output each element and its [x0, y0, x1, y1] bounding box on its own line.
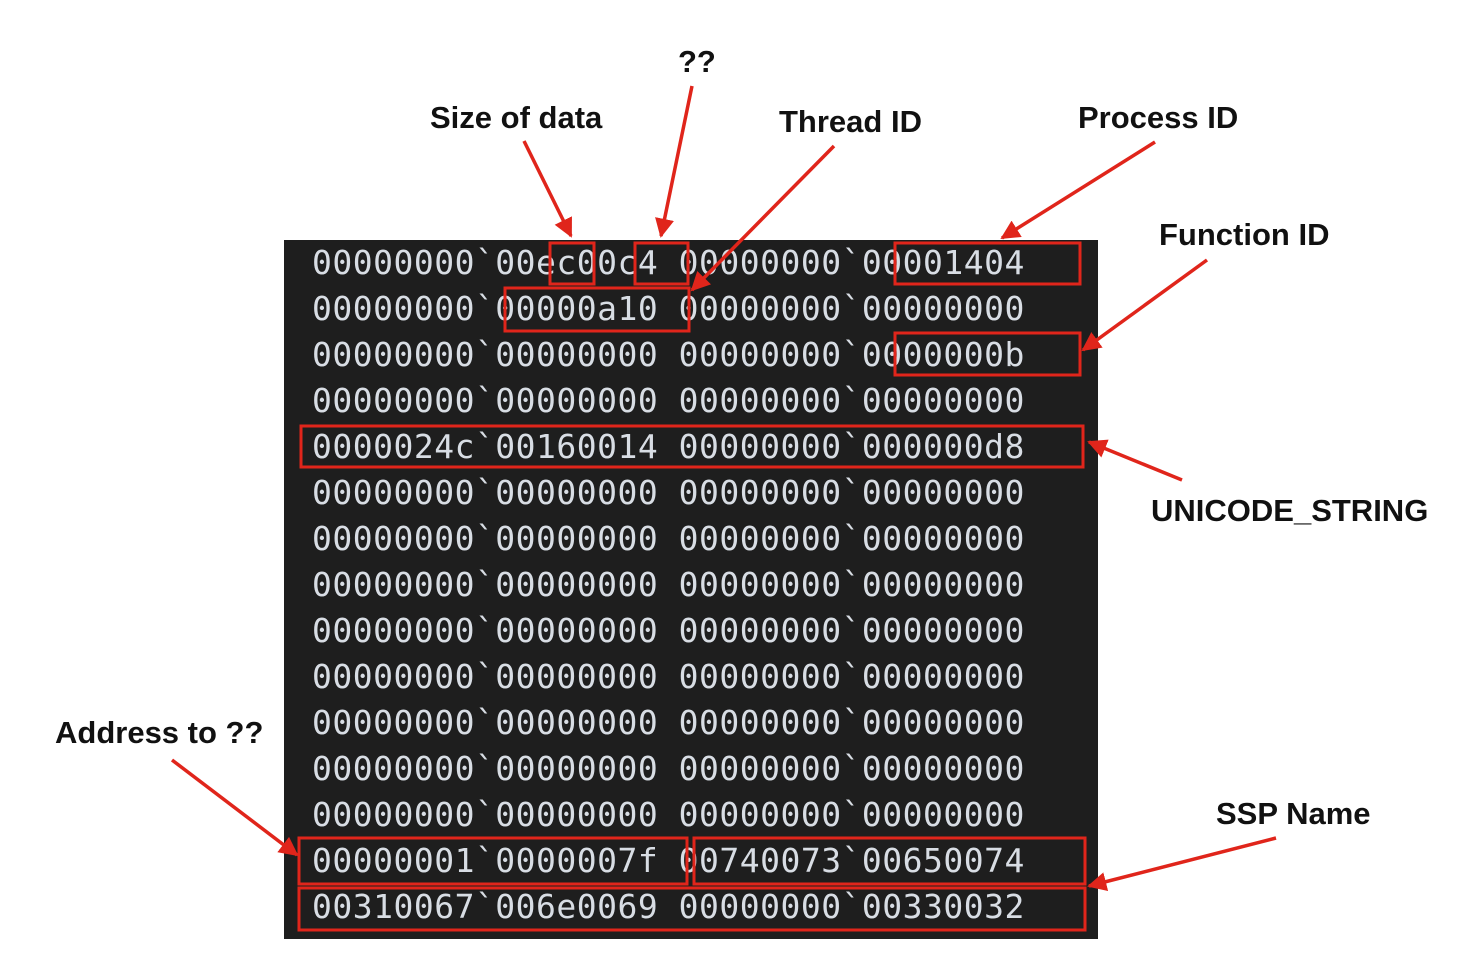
- unicode-string-label: UNICODE_STRING: [1151, 493, 1429, 528]
- dump-row: 00000000`00ec00c4 00000000`00001404: [312, 243, 1025, 282]
- dump-row: 00000000`00000000 00000000`00000000: [312, 611, 1025, 650]
- unicode-string-arrow: [1087, 439, 1183, 482]
- size-of-data-label: Size of data: [430, 100, 603, 135]
- unknown-field-label: ??: [678, 44, 716, 79]
- dump-row: 00000000`00000000 00000000`00000000: [312, 381, 1025, 420]
- size-of-data-arrow: [522, 140, 573, 238]
- dump-row: 00000000`00000000 00000000`0000000b: [312, 335, 1025, 374]
- dump-row: 00000000`00000000 00000000`00000000: [312, 749, 1025, 788]
- dump-row: 00000000`00000a10 00000000`00000000: [312, 289, 1025, 328]
- function-id-label: Function ID: [1159, 217, 1330, 252]
- address-to-arrow: [170, 758, 299, 857]
- ssp-name-arrow: [1087, 836, 1277, 892]
- process-id-arrow: [1000, 140, 1156, 240]
- address-to-label: Address to ??: [55, 715, 264, 750]
- dump-row: 00000000`00000000 00000000`00000000: [312, 519, 1025, 558]
- dump-row: 00000000`00000000 00000000`00000000: [312, 703, 1025, 742]
- dump-row: 00000000`00000000 00000000`00000000: [312, 473, 1025, 512]
- process-id-label: Process ID: [1078, 100, 1239, 135]
- unknown-field-arrow: [655, 85, 694, 238]
- dump-row: 00310067`006e0069 00000000`00330032: [312, 887, 1025, 926]
- dump-row: 00000000`00000000 00000000`00000000: [312, 565, 1025, 604]
- dump-row: 00000001`0000007f 00740073`00650074: [312, 841, 1025, 880]
- thread-id-label: Thread ID: [779, 104, 922, 139]
- ssp-name-label: SSP Name: [1216, 796, 1371, 831]
- dump-row: 0000024c`00160014 00000000`000000d8: [312, 427, 1025, 466]
- memory-dump-panel: 00000000`00ec00c4 00000000`00001404 0000…: [284, 240, 1098, 939]
- dump-row: 00000000`00000000 00000000`00000000: [312, 657, 1025, 696]
- dump-row: 00000000`00000000 00000000`00000000: [312, 795, 1025, 834]
- function-id-arrow: [1081, 258, 1209, 352]
